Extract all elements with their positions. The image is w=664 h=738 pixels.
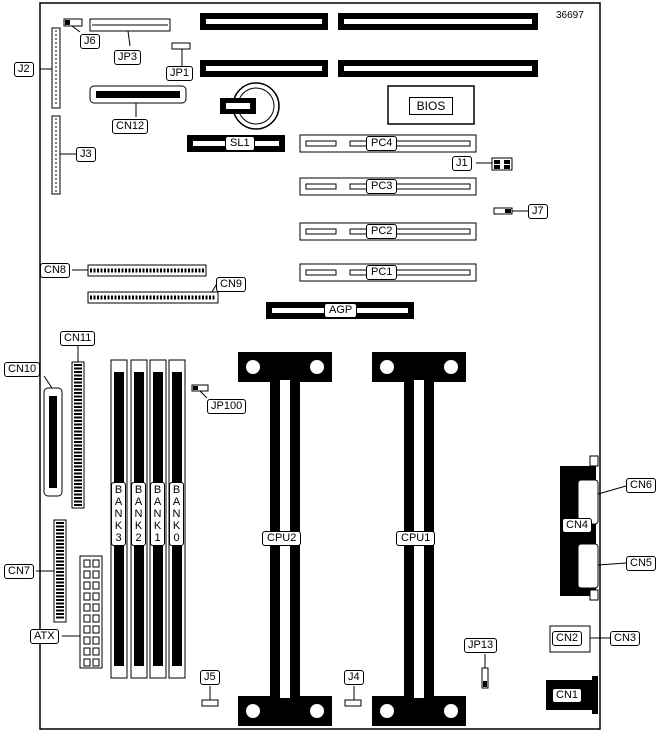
- part-number: 36697: [556, 10, 584, 21]
- label-j2: J2: [14, 62, 34, 77]
- j6-connector: [63, 18, 83, 27]
- label-cn3: CN3: [610, 631, 641, 646]
- label-atx: ATX: [30, 629, 59, 644]
- label-pc1: PC1: [366, 265, 398, 280]
- label-cn12: CN12: [112, 119, 149, 134]
- label-cn11: CN11: [60, 331, 96, 346]
- label-bank1: BANK1: [150, 482, 165, 546]
- label-j4: J4: [344, 670, 364, 685]
- label-cn9: CN9: [216, 277, 247, 292]
- label-pc2: PC2: [366, 224, 398, 239]
- label-jp13: JP13: [464, 638, 498, 653]
- label-cn4: CN4: [562, 518, 593, 533]
- label-cn7: CN7: [4, 564, 35, 579]
- label-j6: J6: [80, 34, 100, 49]
- label-bank0: BANK0: [169, 482, 184, 546]
- label-bank3: BANK3: [111, 482, 126, 546]
- label-cn1: CN1: [552, 688, 583, 703]
- label-cn10: CN10: [4, 362, 41, 377]
- label-j7: J7: [528, 204, 548, 219]
- label-cpu1: CPU1: [396, 531, 436, 546]
- bios-chip-label: BIOS: [409, 97, 453, 115]
- label-bank2: BANK2: [131, 482, 146, 546]
- j5-header: [201, 699, 219, 707]
- label-agp: AGP: [324, 303, 358, 318]
- label-cn5: CN5: [626, 556, 657, 571]
- leader-lines: [36, 25, 627, 700]
- label-j3: J3: [76, 147, 96, 162]
- label-pc4: PC4: [366, 136, 398, 151]
- cn5-connector: [577, 543, 599, 589]
- j4-header: [344, 699, 362, 707]
- jp1-header: [171, 42, 191, 50]
- label-cn6: CN6: [626, 478, 657, 493]
- label-jp100: JP100: [207, 399, 247, 414]
- label-sl1: SL1: [225, 136, 255, 151]
- label-j5: J5: [200, 670, 220, 685]
- label-jp3: JP3: [114, 50, 141, 65]
- label-cn8: CN8: [40, 263, 71, 278]
- label-pc3: PC3: [366, 179, 398, 194]
- label-j1: J1: [452, 156, 472, 171]
- label-cpu2: CPU2: [262, 531, 302, 546]
- label-jp1: JP1: [166, 66, 193, 81]
- label-cn2: CN2: [552, 631, 583, 646]
